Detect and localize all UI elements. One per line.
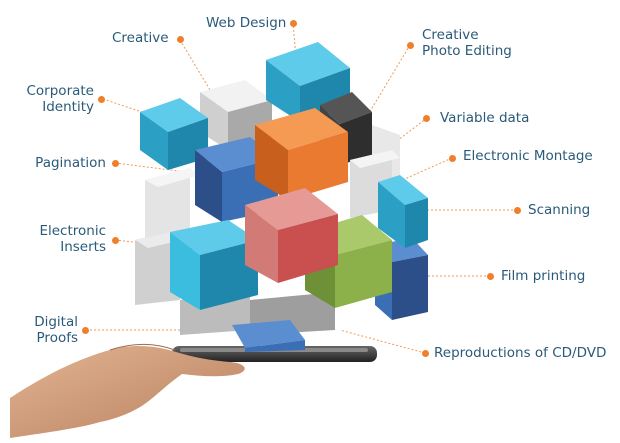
label-variable-data: Variable data (440, 110, 530, 126)
label-creative: Creative (112, 30, 169, 46)
label-film-printing: Film printing (501, 268, 586, 284)
dot-scanning (514, 207, 521, 214)
hand-icon (10, 343, 245, 438)
label-reproductions-cd-dvd: Reproductions of CD/DVD (434, 345, 607, 361)
label-digital-proofs-line1: Digital (34, 314, 78, 330)
dot-variable-data (423, 115, 430, 122)
front-cubes (170, 108, 392, 310)
dot-pagination (112, 160, 119, 167)
dot-digital-proofs (82, 327, 89, 334)
dot-corporate-identity (98, 96, 105, 103)
leader-lines (86, 21, 517, 354)
dot-reproductions-cd-dvd (422, 350, 429, 357)
label-scanning: Scanning (528, 202, 591, 218)
dot-electronic-inserts (112, 237, 119, 244)
dot-web-design (290, 20, 297, 27)
label-digital-proofs-line2: Proofs (36, 330, 78, 346)
label-corporate-identity-line2: Identity (42, 99, 94, 115)
dot-film-printing (487, 273, 494, 280)
label-pagination: Pagination (35, 155, 106, 171)
dot-creative (177, 36, 184, 43)
label-electronic-montage: Electronic Montage (463, 148, 593, 164)
dot-creative-photo-editing (407, 42, 414, 49)
label-corporate-identity-line1: Corporate (26, 83, 95, 99)
label-creative-photo-editing-line2: Photo Editing (422, 43, 512, 59)
dot-electronic-montage (449, 155, 456, 162)
label-electronic-inserts-line1: Electronic (39, 223, 106, 239)
label-web-design: Web Design (206, 15, 287, 31)
label-creative-photo-editing-line1: Creative (422, 27, 479, 43)
label-electronic-inserts-line2: Inserts (60, 239, 106, 255)
